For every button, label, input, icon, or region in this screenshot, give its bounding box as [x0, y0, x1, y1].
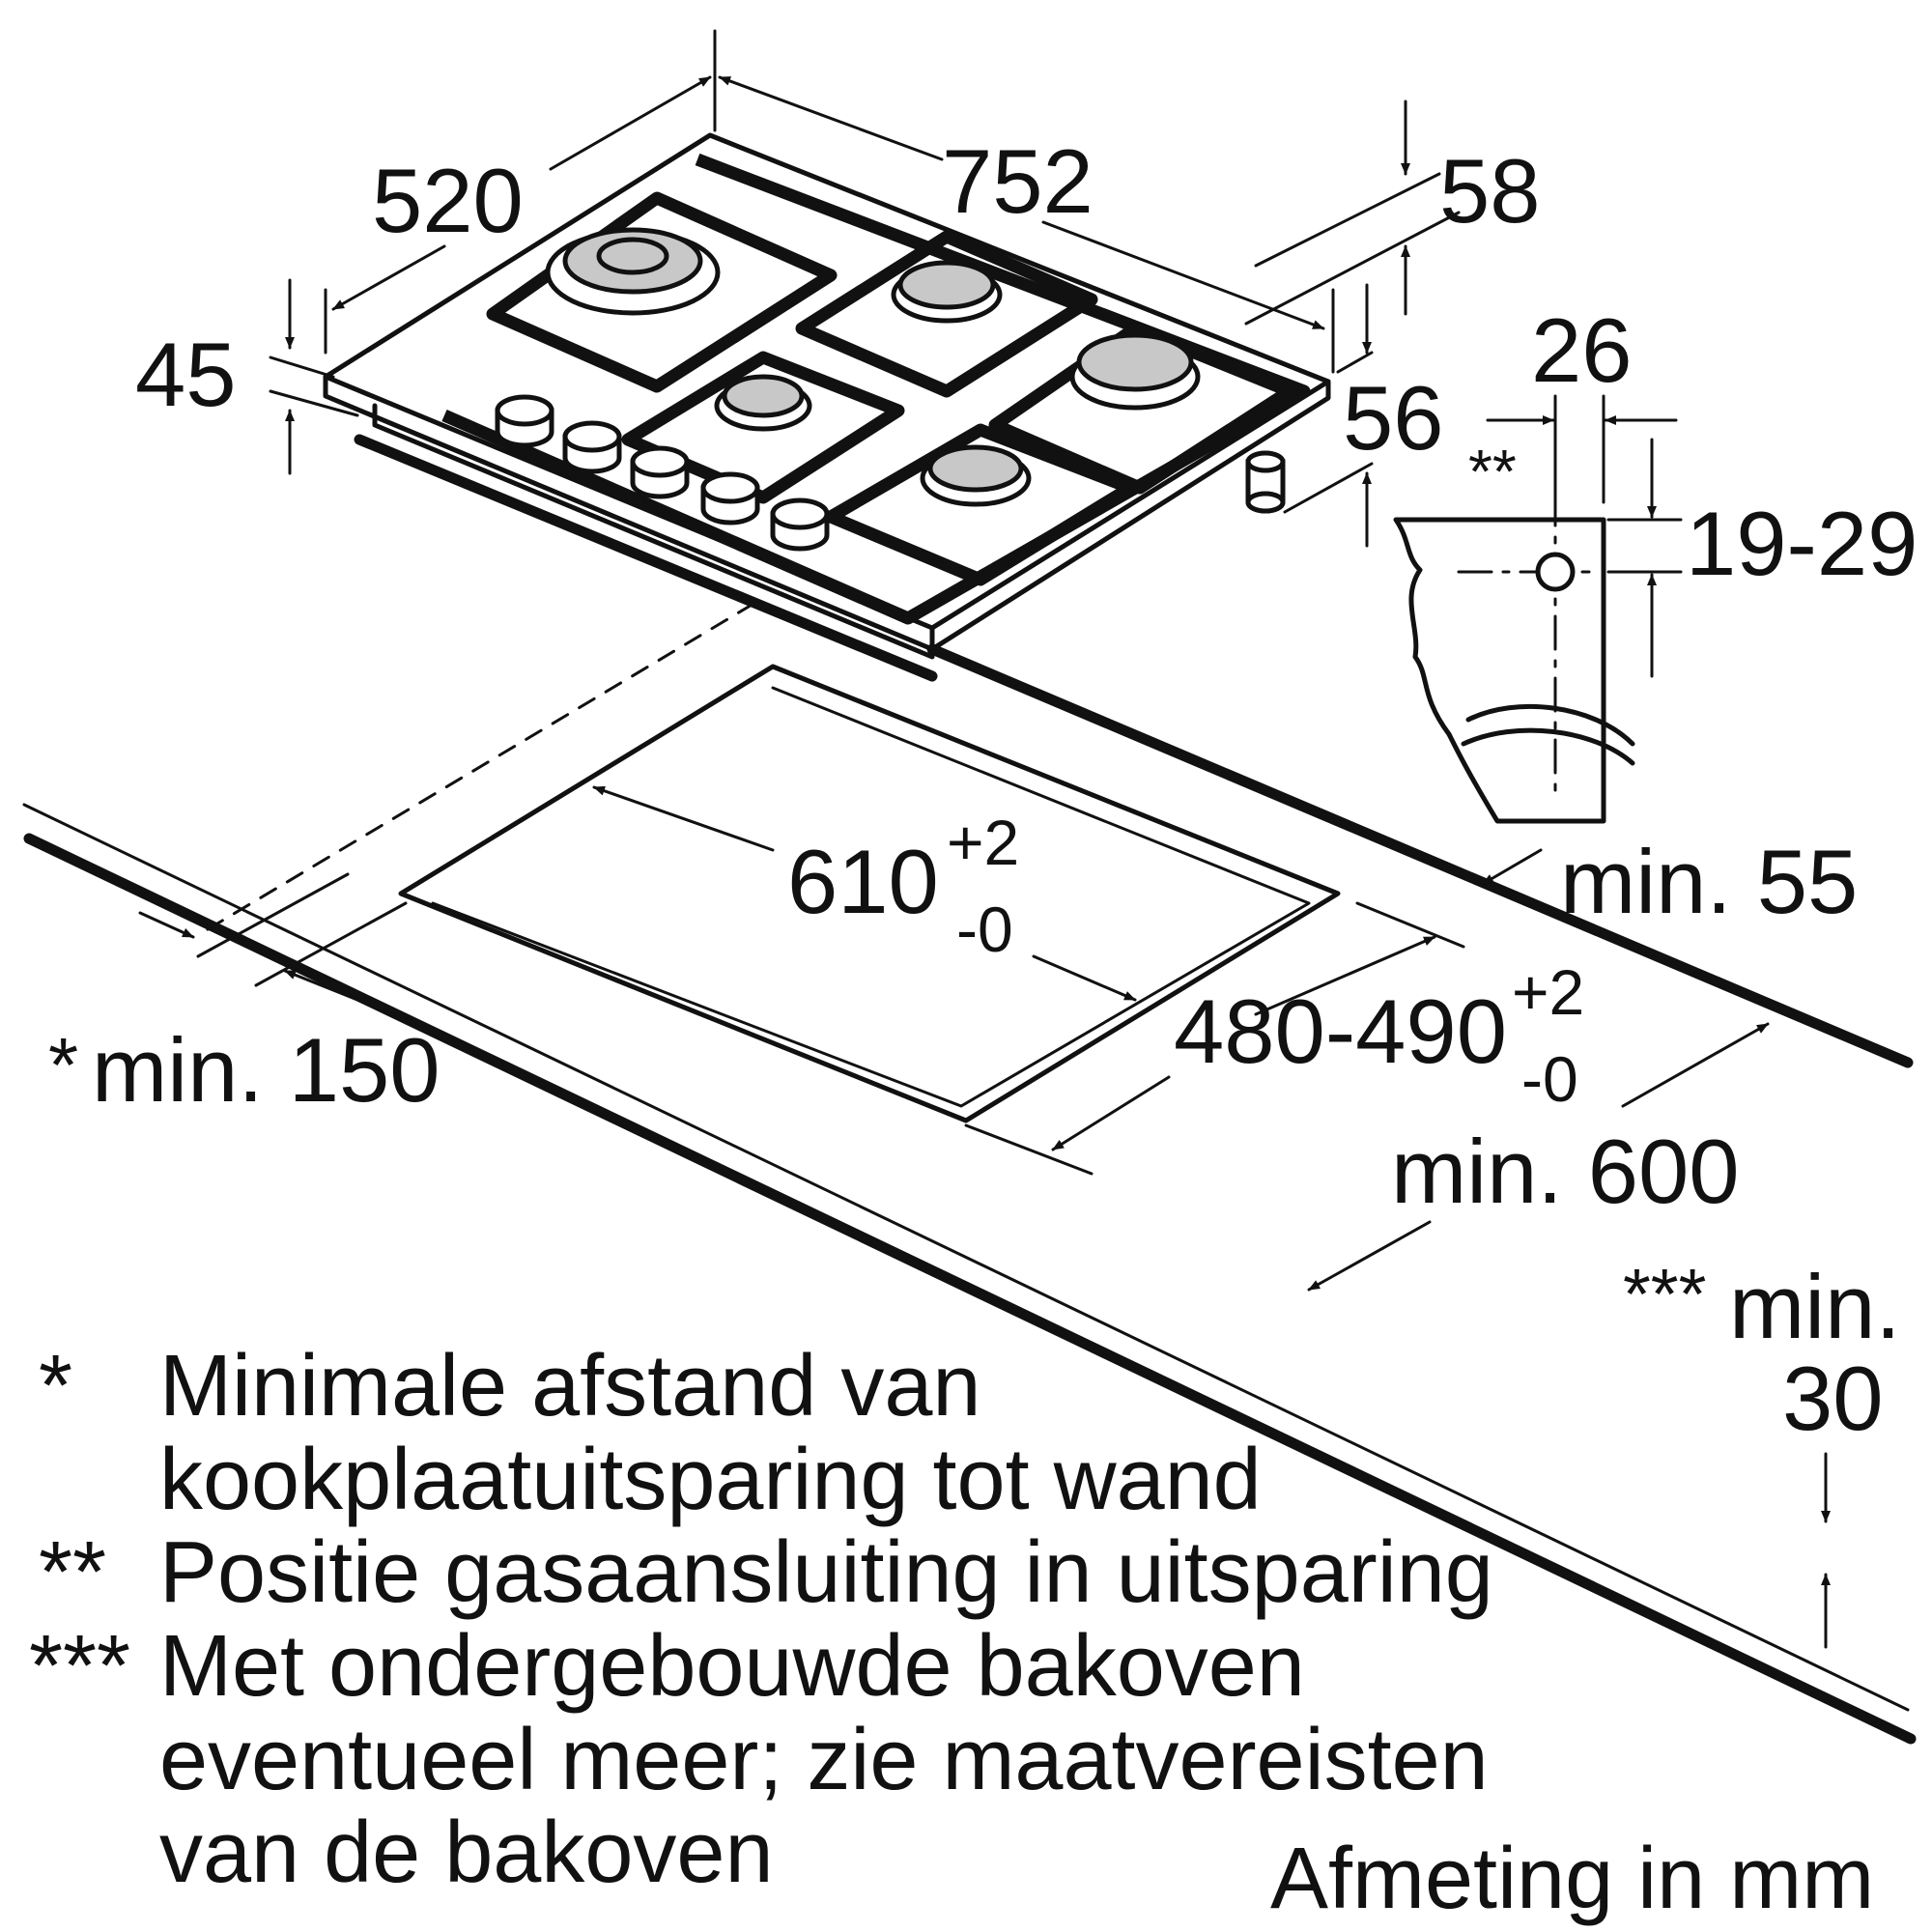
- svg-text:***: ***: [29, 1618, 130, 1715]
- label-worktop-depth: min. 600: [1391, 1121, 1740, 1222]
- burner-right: [988, 322, 1296, 495]
- burner-back-right: [795, 230, 1098, 398]
- label-gas-range: 19-29: [1686, 493, 1918, 594]
- dimension-labels: 752 520 45 58 56 26 ** 19-29 610 +2 -0 4…: [48, 130, 1918, 1449]
- control-knobs: [495, 394, 830, 552]
- knob-3: [630, 445, 690, 499]
- cutout: [398, 664, 1341, 1123]
- worktop-back-edge: [926, 643, 1914, 1068]
- svg-text:**: **: [39, 1524, 106, 1621]
- label-gas-offset: 26: [1531, 299, 1633, 401]
- svg-text:480-490: 480-490: [1174, 980, 1507, 1082]
- svg-text:Minimale afstand van: Minimale afstand van: [159, 1338, 980, 1435]
- footnote-1: * Minimale afstand van kookplaatuitspari…: [39, 1338, 1262, 1528]
- gas-connection-detail: [1393, 491, 1635, 824]
- svg-text:+2: +2: [947, 807, 1019, 878]
- svg-text:min.: min.: [1729, 1256, 1901, 1357]
- svg-text:*: *: [48, 1022, 78, 1108]
- label-connector-height: 56: [1343, 367, 1444, 469]
- label-cutout-width: 610 +2 -0: [787, 807, 1019, 965]
- svg-text:+2: +2: [1512, 956, 1584, 1028]
- knob-5: [770, 497, 830, 552]
- svg-text:*: *: [39, 1338, 72, 1435]
- label-cutout-depth: 480-490 +2 -0: [1174, 956, 1584, 1115]
- footnotes: * Minimale afstand van kookplaatuitspari…: [29, 1338, 1874, 1927]
- label-back-min: min. 55: [1560, 831, 1858, 932]
- svg-text:min. 150: min. 150: [92, 1019, 440, 1121]
- svg-text:kookplaatuitsparing tot wand: kookplaatuitsparing tot wand: [159, 1432, 1262, 1528]
- svg-text:610: 610: [787, 831, 939, 932]
- label-gas-mark: **: [1468, 437, 1517, 506]
- burner-front-right: [824, 423, 1137, 586]
- svg-text:Met ondergebouwde bakoven: Met ondergebouwde bakoven: [159, 1618, 1305, 1715]
- label-top-clearance: 58: [1439, 140, 1541, 242]
- knob-4: [700, 471, 760, 526]
- svg-text:eventueel meer; zie maatvereis: eventueel meer; zie maatvereisten: [159, 1712, 1489, 1808]
- burner-front-left: [621, 351, 905, 504]
- label-hob-depth: 520: [372, 150, 524, 251]
- worktop: [22, 643, 1917, 1745]
- gas-hob: [323, 132, 1331, 682]
- svg-text:30: 30: [1782, 1348, 1884, 1449]
- footnote-3: *** Met ondergebouwde bakoven eventueel …: [29, 1618, 1489, 1901]
- burner-wok: [486, 191, 838, 393]
- svg-text:-0: -0: [956, 894, 1013, 965]
- label-hob-width: 752: [942, 130, 1094, 232]
- knob-1: [495, 394, 554, 448]
- svg-text:***: ***: [1623, 1254, 1706, 1334]
- projection-line: [201, 602, 755, 934]
- svg-text:-0: -0: [1521, 1043, 1578, 1115]
- label-wall-min: * min. 150: [48, 1019, 440, 1121]
- dimension-lines: [138, 29, 1831, 1649]
- knob-2: [562, 420, 622, 474]
- gas-connector: [1245, 450, 1286, 514]
- label-hob-height: 45: [135, 324, 237, 425]
- unit-label: Afmeting in mm: [1270, 1831, 1874, 1927]
- svg-text:van de bakoven: van de bakoven: [159, 1804, 774, 1901]
- svg-text:Positie gasaansluiting in uits: Positie gasaansluiting in uitsparing: [159, 1524, 1493, 1621]
- label-oven-min: *** min. 30: [1623, 1254, 1901, 1449]
- footnote-2: ** Positie gasaansluiting in uitsparing: [39, 1524, 1493, 1621]
- hob-bottom-edge: [354, 434, 938, 682]
